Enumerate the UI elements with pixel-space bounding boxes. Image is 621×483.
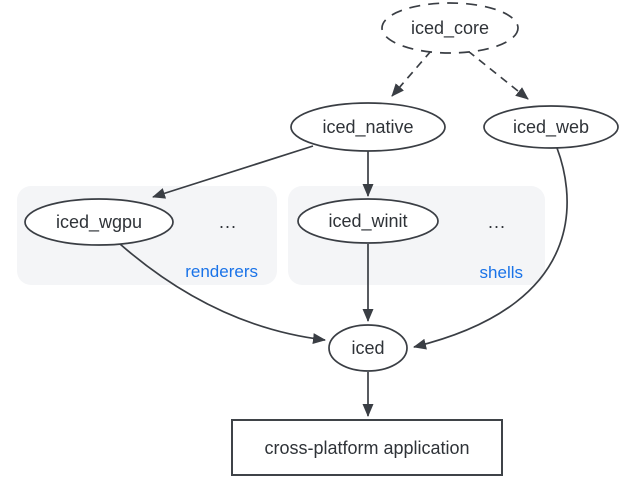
edge-iced-core-to-iced-native xyxy=(391,50,432,97)
iced-ellipse xyxy=(328,324,408,372)
iced-web-ellipse xyxy=(483,105,619,149)
renderers-group-label: renderers xyxy=(185,262,258,281)
node-cross-platform-application: cross-platform application xyxy=(231,419,503,476)
node-iced-core: iced_core xyxy=(381,2,519,54)
node-iced-native: iced_native xyxy=(290,102,446,152)
node-iced: iced xyxy=(328,324,408,372)
node-iced-winit: iced_winit xyxy=(297,198,439,244)
application-label: cross-platform application xyxy=(264,438,469,458)
application-rect xyxy=(231,419,503,476)
edge-iced-native-to-iced-wgpu xyxy=(152,145,314,199)
shells-ellipsis: ... xyxy=(488,212,506,232)
iced-core-label: iced_core xyxy=(411,18,489,39)
iced-winit-ellipse xyxy=(297,198,439,244)
iced-core-ellipse xyxy=(381,2,519,54)
iced-native-label: iced_native xyxy=(322,117,413,138)
node-iced-wgpu: iced_wgpu xyxy=(24,198,174,246)
iced-web-label: iced_web xyxy=(513,117,589,138)
shells-group-label: shells xyxy=(480,263,523,282)
edge-iced-web-to-iced xyxy=(413,147,568,350)
edge-iced-wgpu-to-iced xyxy=(119,243,326,345)
iced-winit-label: iced_winit xyxy=(328,211,407,232)
iced-native-ellipse xyxy=(290,102,446,152)
iced-wgpu-ellipse xyxy=(24,198,174,246)
iced-wgpu-label: iced_wgpu xyxy=(56,212,142,233)
renderers-ellipsis: ... xyxy=(219,212,237,232)
node-iced-web: iced_web xyxy=(483,105,619,149)
iced-label: iced xyxy=(351,338,384,358)
edge-iced-core-to-iced-web xyxy=(467,50,529,100)
